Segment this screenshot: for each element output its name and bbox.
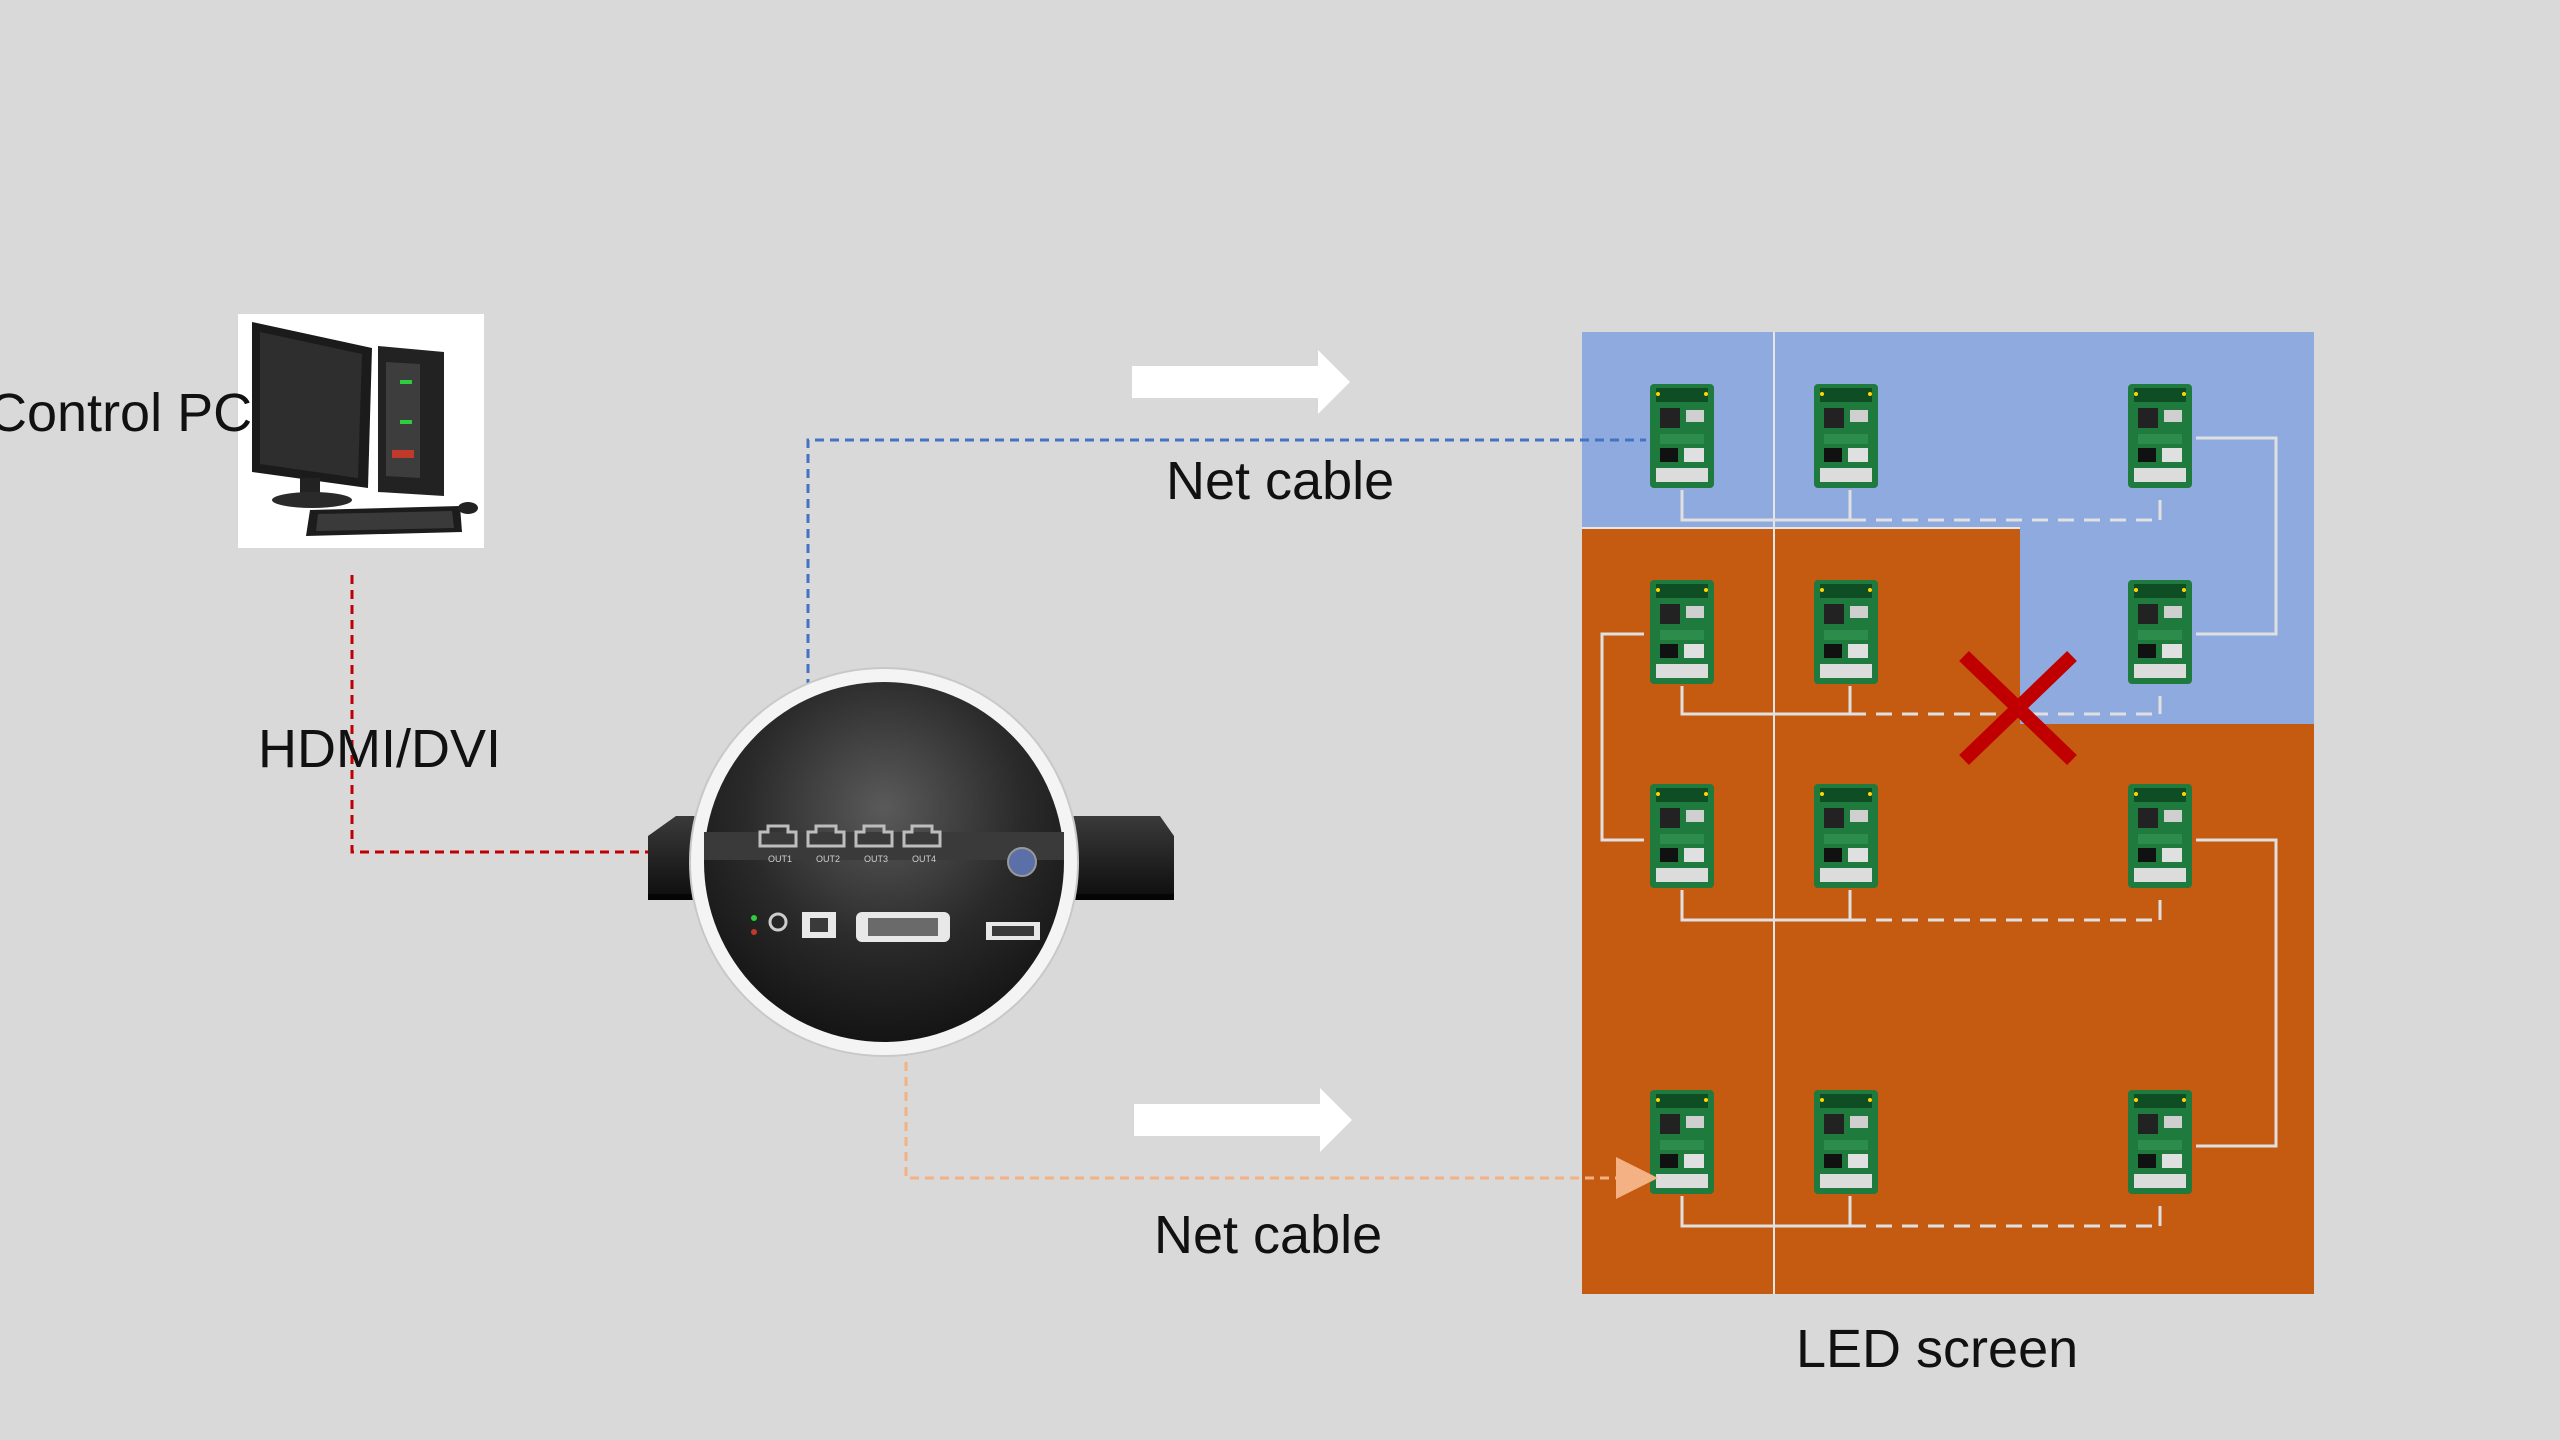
receiving-card-icon: [1814, 384, 1878, 488]
port-label: OUT1: [768, 854, 792, 864]
port-label: OUT2: [816, 854, 840, 864]
controller-ports: [758, 824, 942, 848]
receiving-card-icon: [2128, 384, 2192, 488]
receiving-card-icon: [1650, 784, 1714, 888]
led-screen-label: LED screen: [1796, 1319, 2079, 1379]
net-cable-label-top: Net cable: [1166, 451, 1395, 511]
hdmi-dvi-label: HDMI/DVI: [258, 719, 501, 779]
receiving-card-icon: [1650, 384, 1714, 488]
x-mark-icon: [1959, 650, 2077, 766]
hdmi-dvi-cable: [350, 575, 650, 854]
desktop-computer-icon: [238, 314, 484, 548]
net-cable-label-bottom: Net cable: [1154, 1205, 1383, 1265]
port-label: OUT3: [864, 854, 888, 864]
receiving-card-icon: [1814, 1090, 1878, 1194]
arrow-right-icon: [1132, 350, 1350, 414]
receiving-card-icon: [2128, 1090, 2192, 1194]
port-label: OUT4: [912, 854, 936, 864]
receiving-card-icon: [1650, 1090, 1714, 1194]
receiving-card-icon: [2128, 580, 2192, 684]
receiving-card-icon: [1814, 784, 1878, 888]
led-sending-box-icon: OUT1 OUT2 OUT3 OUT4: [648, 667, 1174, 1057]
receiving-card-icon: [1650, 580, 1714, 684]
arrow-right-icon: [1134, 1088, 1352, 1152]
receiving-card-icon: [2128, 784, 2192, 888]
net-cable-blue: [806, 438, 1646, 838]
control-pc-label: Control PC: [0, 383, 253, 443]
receiver-chain-wiring: [1600, 436, 2278, 1228]
receiving-card-icon: [1814, 580, 1878, 684]
